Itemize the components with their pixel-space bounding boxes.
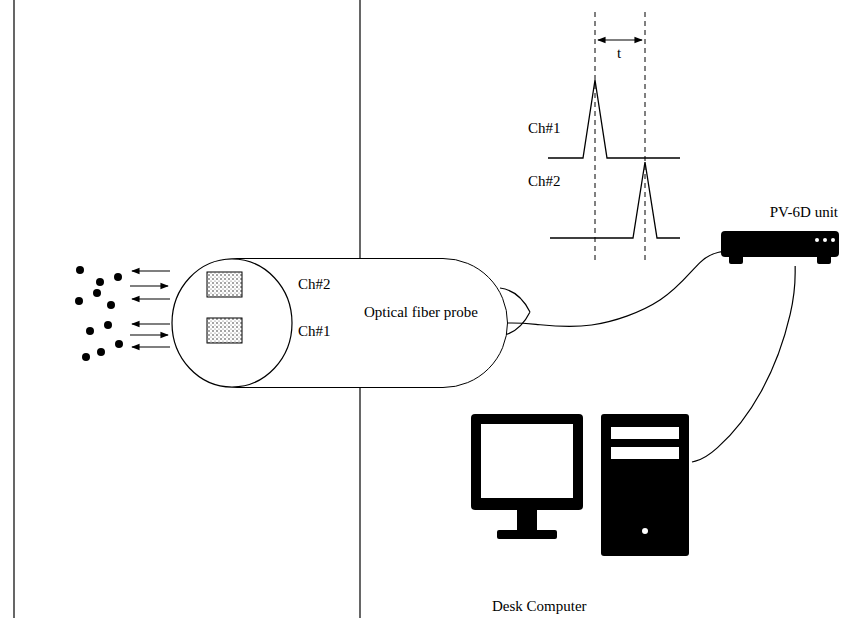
pv6d-unit: PV-6D unit xyxy=(722,230,840,266)
particle xyxy=(93,289,101,297)
particle xyxy=(96,278,104,286)
particle xyxy=(97,348,105,356)
dashed-line xyxy=(595,12,596,262)
node-graphic xyxy=(469,411,691,618)
light-arrows xyxy=(130,271,170,347)
time-label: t xyxy=(617,45,621,62)
node-label: Optical fiber probe xyxy=(364,304,478,321)
light-arrow xyxy=(132,298,170,299)
particle xyxy=(82,353,90,361)
particle xyxy=(114,273,122,281)
node-graphic xyxy=(721,229,839,277)
particle xyxy=(75,297,83,305)
light-arrow xyxy=(130,285,168,286)
particle xyxy=(76,266,84,274)
node-label: PV-6D unit xyxy=(770,204,838,221)
fiber-channel xyxy=(207,272,242,297)
particle xyxy=(107,301,115,309)
particle xyxy=(86,327,94,335)
light-arrow xyxy=(130,334,168,335)
light-arrow xyxy=(132,323,170,324)
node-graphic xyxy=(172,258,508,400)
channel-label: Ch#1 xyxy=(528,120,561,137)
signal-trace xyxy=(548,80,680,158)
particles xyxy=(75,266,123,361)
light-arrow xyxy=(132,346,170,347)
particle xyxy=(104,321,112,329)
cable xyxy=(692,266,795,462)
fiber-channel xyxy=(207,318,242,343)
channel-label: Ch#1 xyxy=(298,323,331,340)
computer: Desk Computer xyxy=(470,412,692,610)
channel-label: Ch#2 xyxy=(298,276,331,293)
channel-label: Ch#2 xyxy=(528,173,561,190)
dashed-line xyxy=(645,12,646,262)
light-arrow xyxy=(132,270,170,271)
signal-trace xyxy=(550,162,680,238)
node-label: Desk Computer xyxy=(492,598,587,615)
particle xyxy=(115,340,123,348)
probe-body: Optical fiber probe xyxy=(172,258,508,388)
cable xyxy=(508,252,722,327)
time-arrow xyxy=(598,39,642,40)
wall-line xyxy=(13,0,14,618)
